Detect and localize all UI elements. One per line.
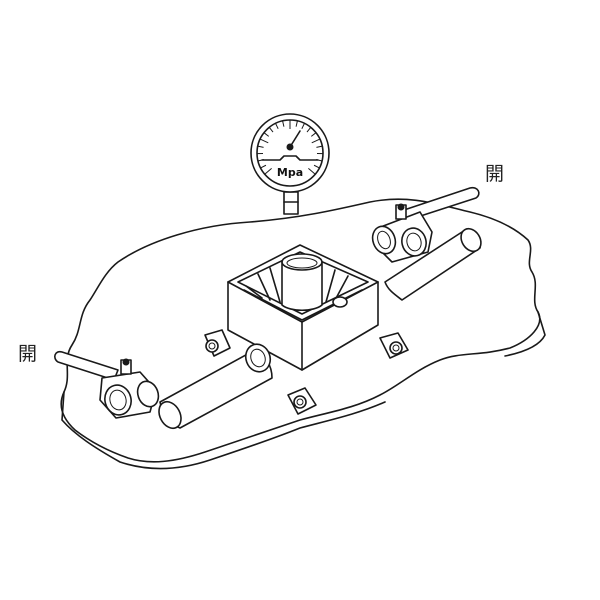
- gauge-tick: [316, 145, 323, 148]
- gauge-tick: [306, 127, 312, 133]
- gauge-tick: [313, 164, 320, 169]
- gauge-unit-label: Mpa: [277, 166, 303, 179]
- gauge-tick: [301, 123, 305, 129]
- left-ball-valve-icon: [53, 350, 160, 419]
- gauge-tick: [310, 132, 317, 137]
- gauge-tick: [264, 168, 272, 175]
- right-pipe: [384, 227, 482, 301]
- gauge-tick: [259, 138, 269, 144]
- gauge-tick: [295, 120, 298, 127]
- gauge-tick: [263, 132, 270, 137]
- left-pipe: [158, 349, 273, 430]
- gauge-tick: [311, 138, 321, 144]
- right-ball-valve-icon: [371, 186, 480, 263]
- gauge-tick: [282, 120, 285, 127]
- left-valve-open-label: 開: [18, 343, 37, 365]
- gauge-tick: [268, 127, 274, 133]
- gauge-tick: [308, 168, 316, 175]
- gauge-tick: [275, 123, 279, 129]
- right-valve-open-label: 開: [485, 163, 504, 185]
- junction-box: [204, 244, 409, 415]
- gauge-tick: [260, 164, 267, 169]
- pressure-gauge-icon: Mpa: [250, 113, 330, 215]
- gauge-tick: [257, 145, 264, 148]
